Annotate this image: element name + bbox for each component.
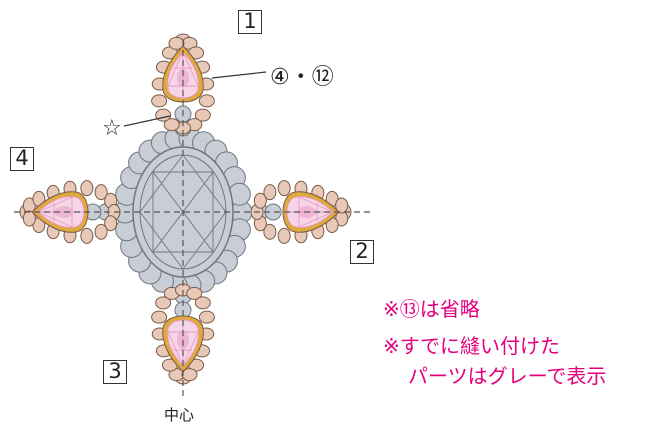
seed-bead — [263, 223, 277, 240]
star-mark-label: ☆ — [102, 116, 122, 141]
seed-bead — [155, 296, 172, 310]
seed-bead — [277, 227, 291, 244]
seed-bead — [168, 36, 185, 50]
seed-bead — [277, 180, 291, 197]
seed-bead — [104, 215, 118, 232]
seed-bead — [80, 227, 94, 244]
seed-bead — [335, 197, 349, 214]
steps-callout-label: ④・⑫ — [270, 65, 334, 90]
star-leader-line — [123, 115, 171, 127]
steps-leader-line — [211, 71, 267, 79]
part-number-3-box: 3 — [103, 360, 127, 384]
part-number-2-box: 2 — [350, 240, 374, 264]
note-omitted-step: ※⑬は省略 — [383, 297, 480, 321]
motif-right — [250, 180, 352, 244]
center-label: 中心 — [164, 406, 195, 424]
seed-bead — [186, 286, 203, 300]
seed-bead — [94, 223, 108, 240]
seed-bead — [151, 94, 168, 108]
seed-bead — [151, 310, 168, 324]
seed-bead — [22, 210, 36, 227]
seed-bead — [194, 108, 211, 122]
seed-bead — [253, 192, 267, 209]
part-number-4-box: 4 — [10, 147, 34, 171]
seed-bead — [163, 118, 180, 132]
seed-bead — [155, 108, 172, 122]
seed-bead — [198, 94, 215, 108]
seed-bead — [94, 184, 108, 201]
seed-bead — [181, 368, 198, 382]
part-number-1-box: 1 — [238, 10, 262, 34]
seed-bead — [194, 296, 211, 310]
note-sewn-parts-line1: ※すでに縫い付けた — [383, 334, 560, 358]
seed-bead — [198, 310, 215, 324]
stone-highlight — [177, 69, 189, 87]
seed-bead — [80, 180, 94, 197]
note-sewn-parts-line2: パーツはグレーで表示 — [408, 364, 607, 388]
seed-bead — [263, 184, 277, 201]
